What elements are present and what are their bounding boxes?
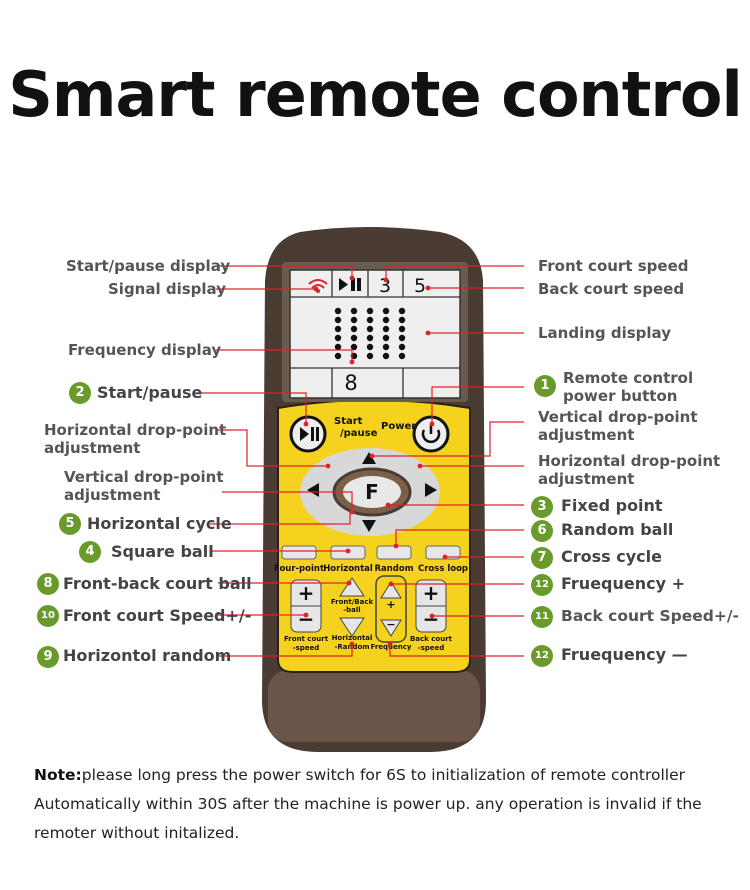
label-frequency-display: Frequency display <box>68 341 222 359</box>
svg-text:-speed: -speed <box>418 644 445 652</box>
svg-text:/pause: /pause <box>340 428 378 439</box>
landing-dot <box>382 325 390 333</box>
page-title: Smart remote control <box>8 58 743 131</box>
svg-text:Front/Back: Front/Back <box>331 598 374 606</box>
landing-dot <box>366 352 374 360</box>
landing-dot <box>366 343 374 351</box>
badge-9: 9 <box>37 646 59 668</box>
badge-8: 8 <box>37 573 59 595</box>
label-start-pause: Start/pause <box>97 383 203 402</box>
label-freq-plus: Fruequency + <box>561 574 686 593</box>
note-paragraph: Note:please long press the power switch … <box>34 761 734 848</box>
leader-lines <box>196 265 524 657</box>
label-front-speed: Front court Speed+/- <box>63 606 252 625</box>
label-signal-display: Signal display <box>108 280 226 298</box>
badge-12b: 12 <box>531 645 553 667</box>
landing-dot <box>382 316 390 324</box>
label-front-back-ball: Front-back court ball <box>63 574 252 593</box>
svg-text:Frequency: Frequency <box>371 643 412 651</box>
svg-text:Power: Power <box>381 421 416 432</box>
landing-dot <box>334 334 342 342</box>
landing-dot <box>366 307 374 315</box>
svg-text:−: − <box>298 607 315 631</box>
label-vert-adj-right: Vertical drop-point adjustment <box>538 408 698 444</box>
landing-dot <box>398 334 406 342</box>
svg-text:Cross loop: Cross loop <box>418 564 468 574</box>
label-random-ball: Random ball <box>561 520 674 539</box>
remote-diagram: 3 5 8 Start /pause Power F Four-point Ho… <box>196 227 524 752</box>
badge-4: 4 <box>79 541 101 563</box>
badge-6: 6 <box>531 520 553 542</box>
badge-10: 10 <box>37 605 59 627</box>
landing-dot <box>334 325 342 333</box>
landing-dot <box>398 316 406 324</box>
badge-1: 1 <box>534 375 556 397</box>
lcd-screen <box>289 269 461 399</box>
svg-text:−: − <box>423 607 440 631</box>
landing-dot <box>334 352 342 360</box>
note-bold: Note: <box>34 766 82 784</box>
landing-dot <box>398 343 406 351</box>
landing-dot <box>350 343 358 351</box>
landing-dot <box>382 334 390 342</box>
landing-dot <box>334 343 342 351</box>
label-freq-minus: Fruequency — <box>561 645 688 664</box>
svg-text:F: F <box>365 480 379 504</box>
frequency-value: 8 <box>344 371 357 395</box>
landing-dot <box>366 316 374 324</box>
remote-lower-body <box>268 670 480 742</box>
label-back-court-speed: Back court speed <box>538 280 685 298</box>
svg-text:Four-point: Four-point <box>274 564 324 574</box>
landing-dot <box>398 352 406 360</box>
landing-dot <box>334 307 342 315</box>
svg-text:-ball: -ball <box>343 606 360 614</box>
landing-dot <box>382 307 390 315</box>
landing-dot <box>398 325 406 333</box>
badge-3: 3 <box>531 496 553 518</box>
landing-dot <box>350 307 358 315</box>
label-start-pause-display: Start/pause display <box>66 257 231 275</box>
label-vert-adj-left: Vertical drop-point adjustment <box>64 468 224 504</box>
note-text: please long press the power switch for 6… <box>34 766 702 842</box>
label-horizontal-cycle: Horizontal cycle <box>87 514 232 533</box>
svg-text:Back court: Back court <box>410 635 453 643</box>
landing-dot <box>382 352 390 360</box>
svg-text:+: + <box>298 581 315 605</box>
svg-text:−: − <box>386 618 395 631</box>
badge-5: 5 <box>59 513 81 535</box>
landing-dot-matrix <box>334 307 406 360</box>
back-speed-value: 5 <box>414 275 426 297</box>
svg-text:-speed: -speed <box>293 644 320 652</box>
label-power-button: Remote control power button <box>563 369 694 405</box>
svg-text:+: + <box>386 598 395 611</box>
svg-text:Horizontal: Horizontal <box>323 564 373 574</box>
svg-text:Random: Random <box>374 564 413 574</box>
landing-dot <box>382 343 390 351</box>
badge-12a: 12 <box>531 574 553 596</box>
badge-7: 7 <box>531 547 553 569</box>
label-horiz-adj-right: Horizontal drop-point adjustment <box>538 452 721 488</box>
svg-text:+: + <box>423 581 440 605</box>
badge-2: 2 <box>69 382 91 404</box>
play-pause-icon <box>339 278 361 291</box>
label-square-ball: Square ball <box>111 542 214 561</box>
label-back-speed: Back court Speed+/- <box>561 607 739 625</box>
landing-dot <box>366 325 374 333</box>
landing-dot <box>350 325 358 333</box>
landing-dot <box>350 316 358 324</box>
label-front-court-speed: Front court speed <box>538 257 689 275</box>
label-cross-cycle: Cross cycle <box>561 547 662 566</box>
label-horiz-random: Horizontol random <box>63 646 232 665</box>
label-landing-display: Landing display <box>538 324 672 342</box>
landing-dot <box>350 334 358 342</box>
label-horiz-adj-left: Horizontal drop-point adjustment <box>44 421 227 457</box>
landing-dot <box>366 334 374 342</box>
svg-text:Horizontal: Horizontal <box>332 634 373 642</box>
badge-11: 11 <box>531 606 553 628</box>
svg-text:Front court: Front court <box>284 635 329 643</box>
label-fixed-point: Fixed point <box>561 496 663 515</box>
landing-dot <box>398 307 406 315</box>
svg-text:Start: Start <box>334 416 363 427</box>
landing-dot <box>334 316 342 324</box>
